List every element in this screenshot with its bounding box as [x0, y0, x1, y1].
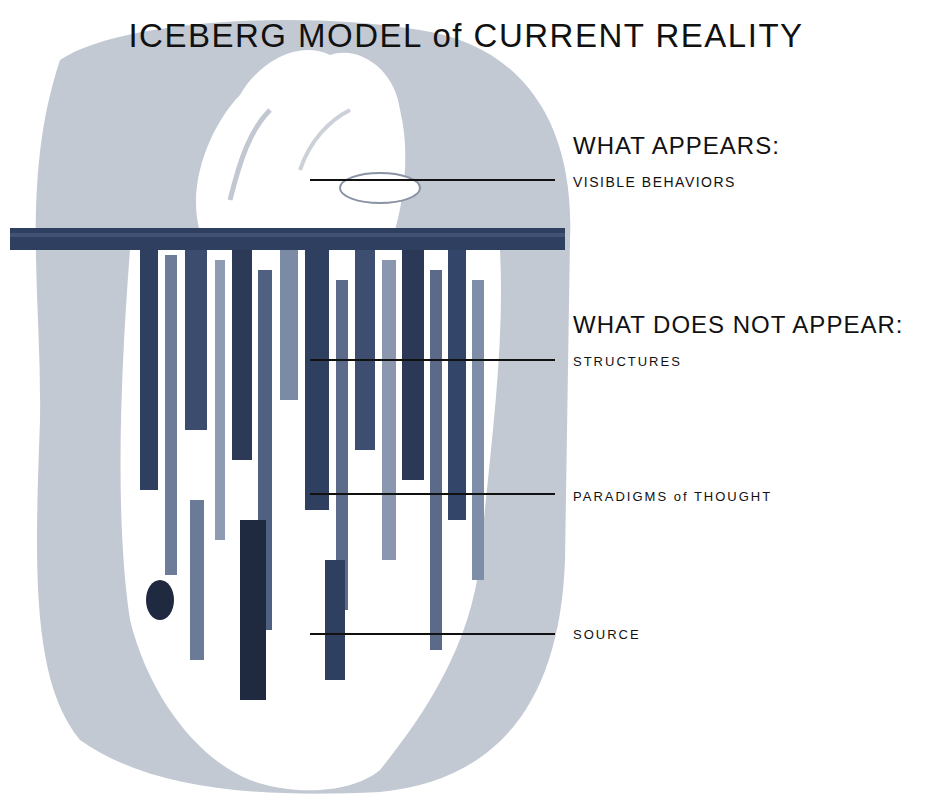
leader-line	[310, 633, 555, 635]
ice-stroke	[430, 270, 442, 650]
level-label: SOURCE	[573, 628, 641, 643]
diagram-title: ICEBERG MODEL of CURRENT REALITY	[128, 17, 803, 55]
leader-line	[310, 359, 555, 361]
ice-stroke	[190, 500, 204, 660]
ice-stroke	[402, 250, 424, 480]
ice-stroke	[215, 260, 225, 540]
waterline-texture	[10, 233, 565, 237]
ice-underwater	[121, 250, 501, 790]
ice-shade	[230, 110, 270, 200]
ice-stroke	[146, 580, 174, 620]
leader-line	[310, 179, 555, 181]
leader-lines	[310, 180, 555, 634]
ice-stroke	[280, 250, 298, 400]
section-heading: WHAT APPEARS:	[573, 132, 780, 160]
ice-stroke	[472, 280, 484, 580]
level-label: VISIBLE BEHAVIORS	[573, 174, 736, 190]
halo	[36, 20, 571, 794]
level-label: PARADIGMS of THOUGHT	[573, 490, 772, 505]
level-label: STRUCTURES	[573, 355, 682, 370]
ice-stroke	[140, 250, 158, 490]
ice-stroke	[382, 260, 396, 560]
waterline	[10, 228, 565, 250]
leader-line	[310, 493, 555, 495]
ice-stroke	[325, 560, 345, 680]
ice-strokes	[140, 250, 484, 700]
ice-floe	[340, 173, 420, 203]
ice-stroke	[185, 250, 207, 430]
ice-stroke	[165, 255, 177, 575]
section-heading: WHAT DOES NOT APPEAR:	[573, 311, 903, 339]
ice-stroke	[305, 250, 329, 510]
ice-top	[196, 50, 405, 240]
ice-stroke	[355, 250, 375, 450]
ice-stroke	[448, 250, 466, 520]
ice-stroke	[240, 520, 266, 700]
ice-stroke	[232, 250, 252, 460]
ice-shade	[300, 110, 350, 170]
